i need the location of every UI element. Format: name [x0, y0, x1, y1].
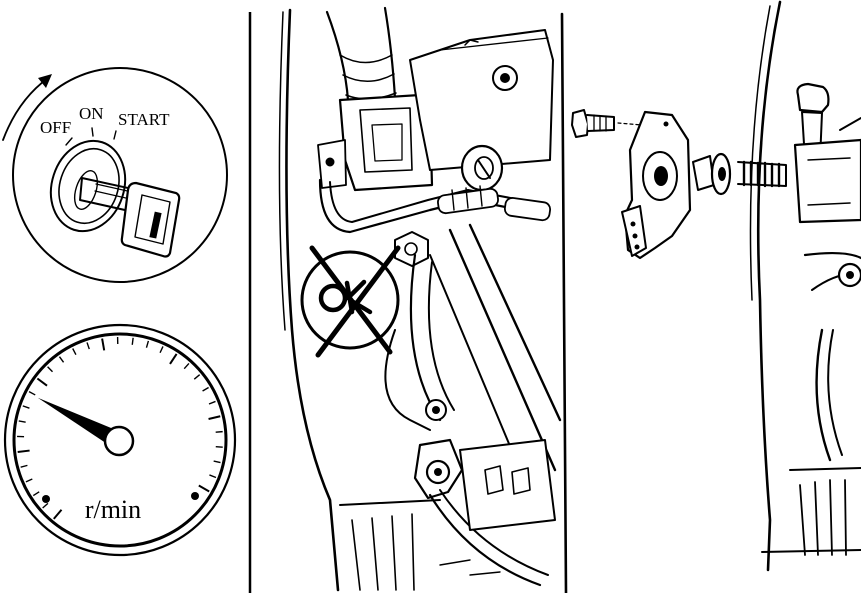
tachometer-hub [105, 427, 133, 455]
tachometer-gauge: r/min [5, 325, 235, 555]
tachometer-tick [199, 486, 209, 492]
tachometer-tick [37, 378, 47, 385]
ignition-key-icon [80, 178, 179, 257]
tachometer-tick [160, 346, 163, 352]
tachometer-tick [43, 503, 48, 508]
tachometer-tick [26, 479, 32, 482]
tachometer-tick [216, 432, 223, 433]
tachometer-tick [33, 492, 39, 496]
tachometer-tick [209, 401, 215, 404]
prohibition-symbol [302, 248, 398, 355]
tachometer-tick [194, 375, 199, 379]
tachometer-tick [21, 465, 28, 467]
tachometer-tick [73, 348, 76, 354]
ignition-switch-panel: OFF ON START [3, 68, 227, 282]
tachometer-left-dot [42, 495, 50, 503]
tachometer-tick [102, 339, 104, 351]
tachometer-unit-label: r/min [85, 495, 141, 524]
spring-part [738, 162, 786, 186]
tachometer-tick [203, 387, 209, 391]
tachometer-tick [48, 367, 53, 372]
tachometer-tick [87, 342, 89, 349]
exploded-parts-panel [572, 2, 861, 570]
tachometer-tick [214, 461, 221, 463]
tachometer-tick [132, 338, 133, 345]
switch-position-on: ON [79, 104, 104, 123]
washer-part [693, 154, 730, 194]
engine-detail-panel [279, 8, 566, 593]
tachometer-tick [209, 416, 221, 419]
switch-detent-marks [66, 128, 116, 145]
tachometer-tick [146, 341, 148, 348]
tachometer-tick [170, 354, 177, 364]
tachometer-tick [54, 510, 62, 519]
tachometer-tick [209, 475, 216, 478]
switch-position-off: OFF [40, 118, 71, 137]
ignition-switch-outline [13, 68, 227, 282]
tachometer-tick [184, 363, 189, 368]
tachometer-tick [59, 357, 63, 363]
tachometer-tick [18, 451, 30, 452]
bolt-part [572, 110, 614, 137]
switch-position-start: START [118, 110, 170, 129]
tachometer-tick [19, 421, 26, 422]
tachometer-tick [29, 392, 35, 395]
tachometer-tick [23, 406, 30, 408]
tachometer-right-dot [191, 492, 199, 500]
cover-plate-part [622, 112, 690, 258]
